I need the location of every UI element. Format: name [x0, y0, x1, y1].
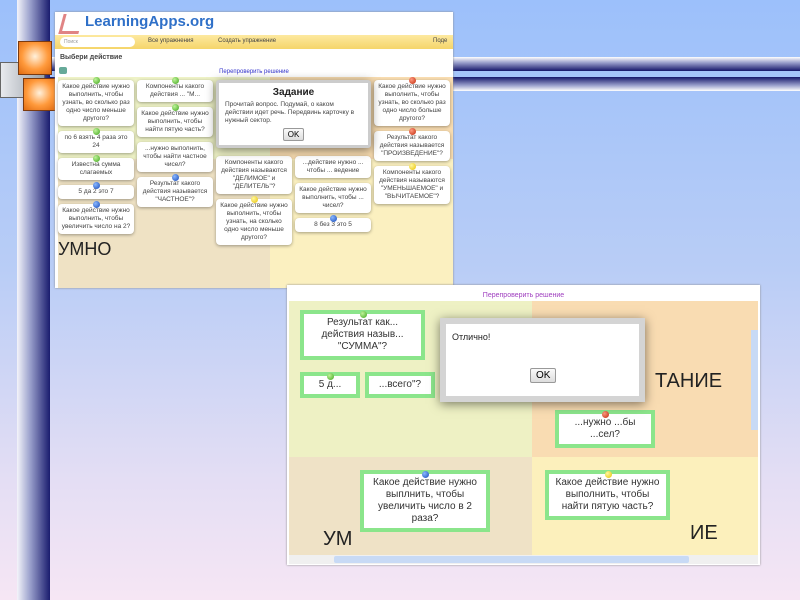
pin-icon [93, 155, 100, 162]
recheck-link[interactable]: Перепроверить решение [219, 69, 289, 75]
task-card[interactable]: Какое действие нужно выполнить, чтобы ..… [295, 183, 371, 213]
task-card[interactable]: Какое действие нужно выполнить, чтобы уз… [216, 196, 292, 245]
task-card[interactable]: Результат какого действия называется "ПР… [374, 128, 450, 161]
card-column: Компоненты какого действия называются "Д… [216, 156, 292, 245]
task-dialog: Задание Прочитай вопрос. Подумай, о како… [216, 80, 371, 148]
pin-icon [172, 174, 179, 181]
sector-label: УМНО [58, 239, 112, 259]
pin-icon [327, 373, 334, 380]
task-card[interactable]: Компоненты какого действия называются "Д… [216, 156, 292, 194]
pin-icon [172, 77, 179, 84]
ok-button[interactable]: OK [530, 368, 557, 383]
answer-card[interactable]: 5 д... [300, 372, 360, 398]
task-card[interactable]: Компоненты какого действия называются "У… [374, 163, 450, 204]
pin-icon [422, 471, 429, 478]
dialog-text: Отлично! [452, 332, 491, 342]
answer-card[interactable]: ...всего"? [365, 372, 435, 398]
logo-icon [58, 14, 84, 34]
pin-icon [93, 128, 100, 135]
pin-icon [604, 471, 612, 478]
task-card[interactable]: по 6 взять 4 раза это 24 [58, 128, 134, 153]
card-column: Какое действие нужно выполнить, чтобы уз… [58, 77, 134, 259]
sector-label: УМ [323, 528, 353, 550]
nav-all-exercises[interactable]: Все упражнения [148, 38, 194, 44]
answer-card[interactable]: Какое действие нужно выполнить, чтобы на… [545, 470, 670, 520]
slide-decor-square [23, 78, 56, 111]
search-input[interactable]: Поиск [60, 37, 135, 47]
task-card[interactable]: Какое действие нужно выполнить, чтобы уз… [58, 77, 134, 126]
scrollbar-thumb[interactable] [334, 556, 689, 563]
slide-decor-square [18, 41, 52, 75]
dialog-text: Прочитай вопрос. Подумай, о каком действ… [225, 101, 355, 124]
vertical-scrollbar[interactable] [751, 330, 758, 430]
task-card[interactable]: 8 без 3 это 5 [295, 215, 371, 232]
task-card[interactable]: 5 да 2 это 7 [58, 182, 134, 199]
logo: LearningApps.org [85, 13, 215, 30]
task-card[interactable]: Какое действие нужно выполнить, чтобы ув… [58, 201, 134, 234]
pin-icon [251, 196, 258, 203]
answer-card[interactable]: Результат как... действия назыв... "СУММ… [300, 310, 425, 360]
sector-label: ТАНИЕ [655, 370, 723, 392]
pin-icon [93, 77, 100, 84]
task-card[interactable]: ...нужно выполнить, чтобы найти частное … [137, 142, 213, 172]
pin-icon [409, 128, 416, 135]
dialog-title: Задание [272, 87, 315, 98]
task-card[interactable]: Компоненты какого действия ... "М... [137, 77, 213, 102]
ok-button[interactable]: OK [282, 128, 305, 141]
pin-icon [409, 77, 416, 84]
horizontal-scrollbar[interactable] [289, 555, 758, 564]
task-card[interactable]: Какое действие нужно выполнить, чтобы уз… [374, 77, 450, 126]
task-card[interactable]: Известна сумма слагаемых [58, 155, 134, 180]
nav-login[interactable]: Поде [433, 38, 448, 44]
top-nav: Поиск Все упражнения Создать упражнение … [55, 35, 453, 49]
card-column: Какое действие нужно выполнить, чтобы уз… [374, 77, 450, 204]
card-column: ...действие нужно ... чтобы ... ведение … [295, 156, 371, 232]
result-dialog: Отлично! OK [440, 318, 645, 402]
pin-icon [93, 201, 100, 208]
task-card[interactable]: ...действие нужно ... чтобы ... ведение [295, 156, 371, 178]
page-title: Выбери действие [60, 54, 123, 61]
task-card[interactable]: Какое действие нужно выполнить, чтобы на… [137, 104, 213, 137]
pin-icon [172, 104, 179, 111]
pin-icon [602, 411, 609, 418]
sector-label: ИЕ [690, 522, 718, 544]
help-icon[interactable] [59, 67, 67, 74]
nav-create-exercise[interactable]: Создать упражнение [218, 38, 277, 44]
pin-icon [93, 182, 100, 189]
task-card[interactable]: Результат какого действия называется "ЧА… [137, 174, 213, 207]
recheck-link[interactable]: Перепроверить решение [482, 292, 565, 299]
card-column: Компоненты какого действия ... "М... Как… [137, 77, 213, 207]
pin-icon [409, 163, 416, 170]
pin-icon [359, 311, 367, 318]
answer-card[interactable]: ...нужно ...бы ...сел? [555, 410, 655, 448]
answer-card[interactable]: Какое действие нужно выплнить, чтобы уве… [360, 470, 490, 532]
pin-icon [330, 215, 337, 222]
